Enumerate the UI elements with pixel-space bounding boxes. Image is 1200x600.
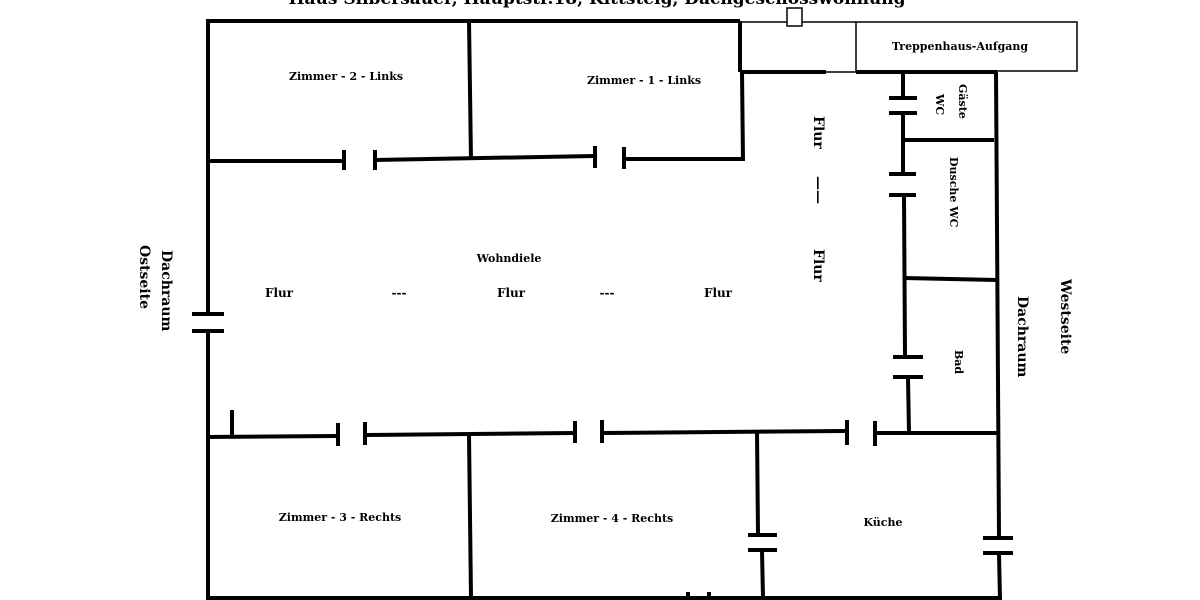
label-wohndiele: Wohndiele [476,252,542,265]
label-flur-vertical-bottom: Flur [810,249,826,282]
wall-west-upper [994,71,1001,538]
label-flur-vertical-dash: —— [810,176,826,204]
label-dusche-wc: Dusche WC [947,157,960,228]
lower-room-walls [205,410,999,599]
door-bottom [686,592,711,600]
label-kueche: Küche [863,516,902,529]
label-zimmer1: Zimmer - 1 - Links [587,74,701,87]
door-zimmer4-kueche [748,533,777,552]
plan-title: Haus Silbersauer, Hauptstr.18, Kittsteig… [288,0,905,9]
door-east-exit [192,312,224,333]
label-treppenhaus: Treppenhaus-Aufgang [892,40,1029,53]
door-gaeste-wc [889,96,917,115]
label-zimmer3: Zimmer - 3 - Rechts [279,511,402,524]
label-ostseite: Ostseite [136,245,152,309]
label-zimmer4: Zimmer - 4 - Rechts [551,512,674,525]
label-flur-3: Flur [704,286,733,300]
doors [192,96,1013,600]
wall-zimmer2-zimmer1 [467,20,473,161]
door-west-exit [983,536,1013,555]
wall-west-lower [997,553,1002,600]
label-bad: Bad [952,350,965,374]
label-gaeste-wc: WC [933,93,946,115]
door-kueche [845,420,877,446]
wall-lower-seg3 [602,429,846,435]
outer-walls [206,19,1002,600]
wall-zimmer1-east [740,71,745,162]
upper-room-walls [208,20,745,163]
wall-upper-seg2 [375,154,595,162]
label-flur-2: Flur [497,286,526,300]
door-dusche-wc [889,172,916,197]
label-flur-dash-2: --- [600,286,615,300]
wet-room-walls [901,72,998,434]
wall-zimmer4-kueche-1 [755,430,760,535]
wall-dusche-bad [903,276,998,282]
wall-zimmer4-kueche-2 [760,550,765,599]
chimney-marker [786,7,803,27]
wall-zimmer3-zimmer4 [467,434,473,599]
wall-lower-seg2 [365,431,575,437]
label-westseite: Westseite [1057,278,1073,354]
door-zimmer2 [342,150,377,170]
label-flur-1: Flur [265,286,294,300]
label-gaeste: Gäste [956,84,969,119]
door-zimmer1 [593,146,626,169]
label-zimmer2: Zimmer - 2 - Links [289,70,403,83]
door-bad [893,355,923,379]
door-zimmer4 [573,420,604,443]
label-ost-dachraum: Dachraum [158,250,174,332]
wall-lower-seg1 [205,434,338,439]
label-flur-vertical-top: Flur [810,116,826,149]
label-west-dachraum: Dachraum [1014,296,1030,378]
stairwell-box [855,21,1078,72]
label-flur-dash-1: --- [392,286,407,300]
wall-wet-west-3 [902,195,907,356]
door-zimmer3 [336,422,367,446]
wall-wet-west-4 [906,377,911,434]
